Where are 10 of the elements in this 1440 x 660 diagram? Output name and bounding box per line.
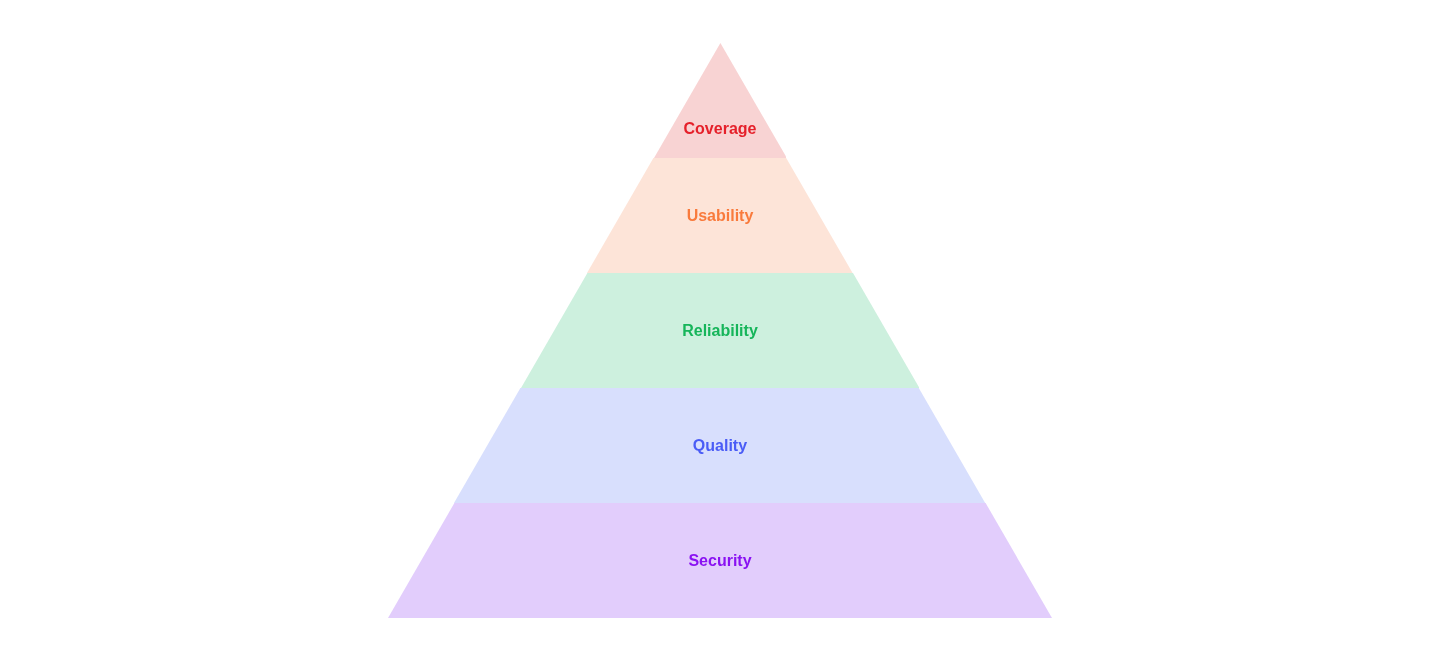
pyramid-tier xyxy=(520,273,920,388)
pyramid-tier xyxy=(587,158,853,273)
tier-label: Usability xyxy=(686,205,754,226)
tier-label: Quality xyxy=(692,435,748,456)
tier-label: Coverage xyxy=(683,119,757,140)
tier-label: Reliability xyxy=(682,320,758,341)
pyramid-apex-triangle xyxy=(653,43,787,158)
tier-label: Security xyxy=(688,550,752,571)
pyramid-tier xyxy=(388,503,1052,618)
pyramid-tier xyxy=(454,388,986,503)
